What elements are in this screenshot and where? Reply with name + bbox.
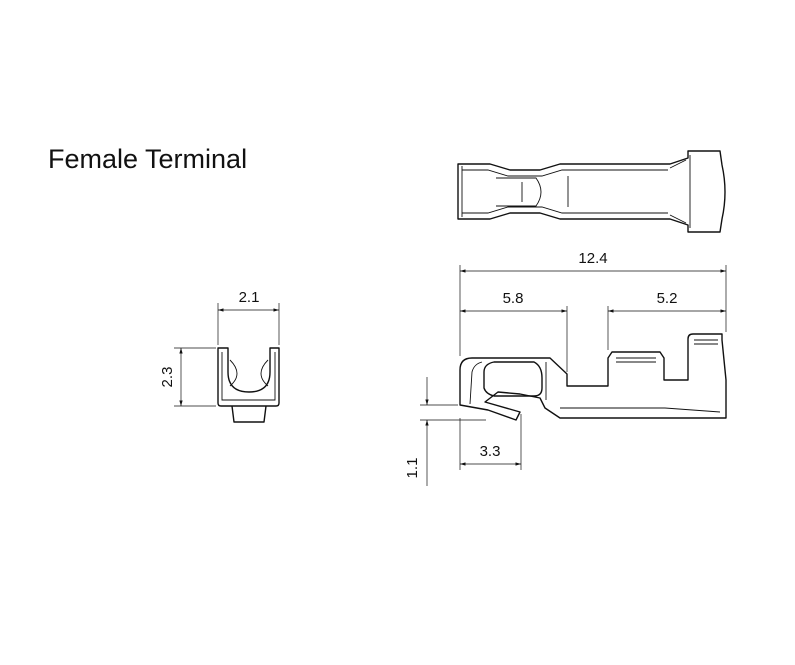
dim-contact-length: 5.8 xyxy=(503,290,524,307)
dim-overall-length: 12.4 xyxy=(578,250,607,267)
dim-front-height: 2.3 xyxy=(159,367,176,388)
dim-front-width: 2.1 xyxy=(239,289,260,306)
dim-lance-length: 3.3 xyxy=(480,443,501,460)
top-view xyxy=(457,150,726,233)
dim-lance-height: 1.1 xyxy=(404,458,421,479)
front-view xyxy=(174,303,280,423)
page-title: Female Terminal xyxy=(48,144,248,174)
dim-crimp-length: 5.2 xyxy=(657,290,678,307)
side-view xyxy=(420,265,727,486)
